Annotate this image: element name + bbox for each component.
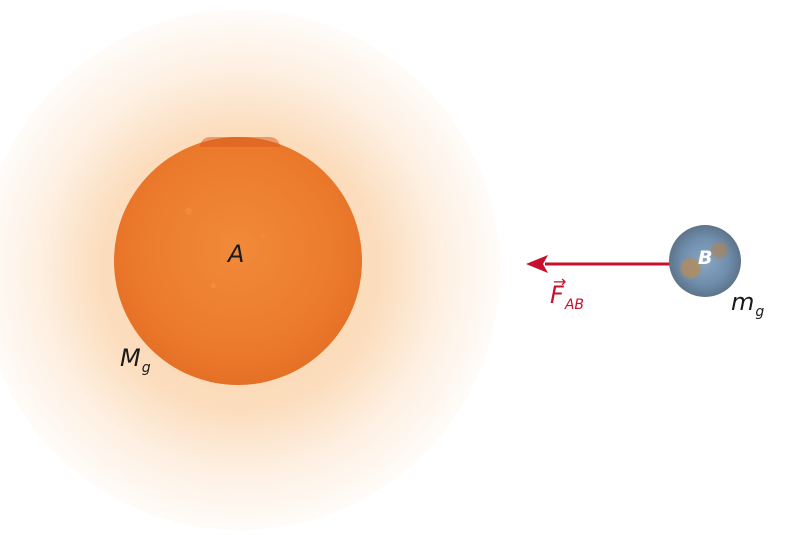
mass-subscript-b: g: [755, 304, 765, 320]
label-b: B: [698, 247, 713, 269]
force-arrow-head: [526, 255, 548, 273]
force-subscript: AB: [564, 297, 584, 313]
mass-label-b: mg: [731, 290, 764, 319]
planet-body-b: [669, 225, 741, 297]
force-symbol: F: [550, 281, 564, 309]
mass-symbol-b: m: [731, 288, 755, 316]
mass-label-a: Mg: [120, 346, 151, 375]
mass-symbol-a: M: [120, 344, 141, 372]
mass-subscript-a: g: [141, 360, 151, 376]
sun-body-a: [114, 137, 362, 385]
sun-surface-detail: [200, 137, 280, 147]
label-a: A: [228, 240, 245, 268]
force-label: →FAB: [550, 274, 584, 313]
force-vector-mark: →: [553, 272, 567, 291]
